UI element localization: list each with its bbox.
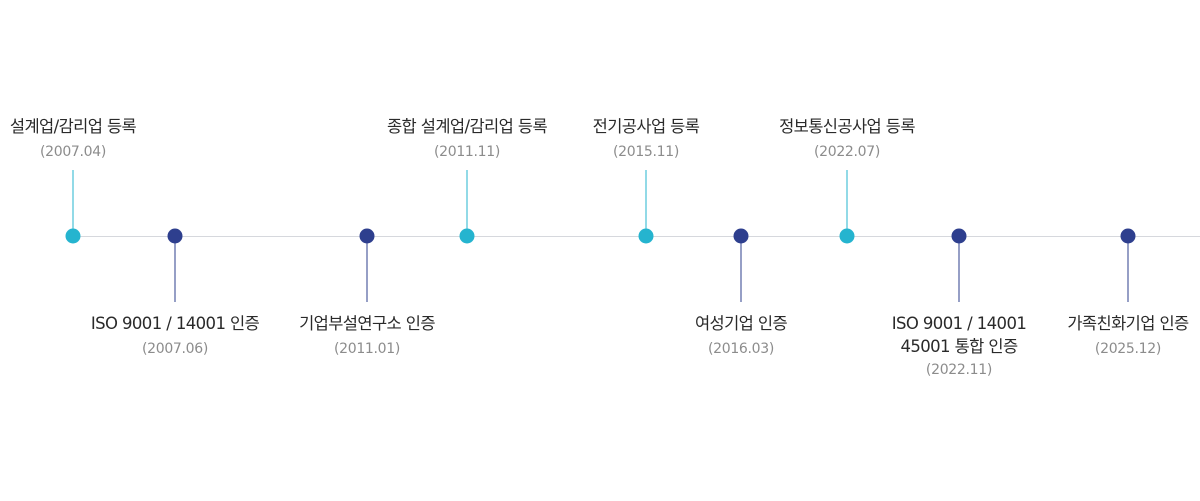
milestone-stem (366, 236, 368, 302)
milestone-date: (2022.11) (925, 362, 993, 378)
milestone-stem (958, 236, 960, 302)
milestone-label: 가족친화기업 인증 (2025.12) (1067, 313, 1189, 359)
milestone-title: 설계업/감리업 등록 (9, 117, 137, 136)
milestone-label: 전기공사업 등록 (2015.11) (593, 116, 700, 162)
milestone-label: 정보통신공사업 등록 (2022.07) (779, 116, 915, 162)
milestone-date: (2015.11) (612, 144, 680, 160)
milestone-date: (2022.07) (813, 144, 881, 160)
milestone-label: 기업부설연구소 인증 (2011.01) (299, 313, 435, 359)
milestone-date: (2025.12) (1094, 341, 1162, 357)
milestone-title-line: 45001 통합 인증 (900, 337, 1018, 356)
milestone-dot (839, 228, 855, 244)
milestone-date: (2007.04) (39, 144, 107, 160)
milestone-stem (72, 170, 74, 236)
milestone-stem (466, 170, 468, 236)
milestone-title: 기업부설연구소 인증 (299, 314, 435, 333)
milestone-title-line: ISO 9001 / 14001 (891, 314, 1027, 333)
milestone-title: 여성기업 인증 (694, 314, 788, 333)
milestone-stem (1127, 236, 1129, 302)
milestone-date: (2011.11) (433, 144, 501, 160)
milestone-stem (174, 236, 176, 302)
milestone-label: 여성기업 인증 (2016.03) (694, 313, 788, 359)
milestone-stem (846, 170, 848, 236)
milestone-stem (645, 170, 647, 236)
milestone-dot (65, 228, 81, 244)
milestone-title: 정보통신공사업 등록 (779, 117, 915, 136)
milestone-label: 종합 설계업/감리업 등록 (2011.11) (386, 116, 548, 162)
milestone-label: ISO 9001 / 14001 인증 (2007.06) (90, 313, 260, 359)
milestone-title: 전기공사업 등록 (592, 117, 700, 136)
milestone-dot (638, 228, 654, 244)
milestone-label: ISO 9001 / 14001 45001 통합 인증 (2022.11) (892, 313, 1027, 380)
milestone-date: (2007.06) (141, 341, 209, 357)
milestone-label: 설계업/감리업 등록 (2007.04) (9, 116, 137, 162)
milestone-date: (2011.01) (333, 341, 401, 357)
milestone-title: 가족친화기업 인증 (1067, 314, 1189, 333)
milestone-dot (459, 228, 475, 244)
milestone-title: 종합 설계업/감리업 등록 (386, 117, 548, 136)
milestone-date: (2016.03) (707, 341, 775, 357)
timeline-axis (72, 236, 1200, 237)
milestone-title: ISO 9001 / 14001 인증 (90, 314, 260, 333)
milestone-stem (740, 236, 742, 302)
